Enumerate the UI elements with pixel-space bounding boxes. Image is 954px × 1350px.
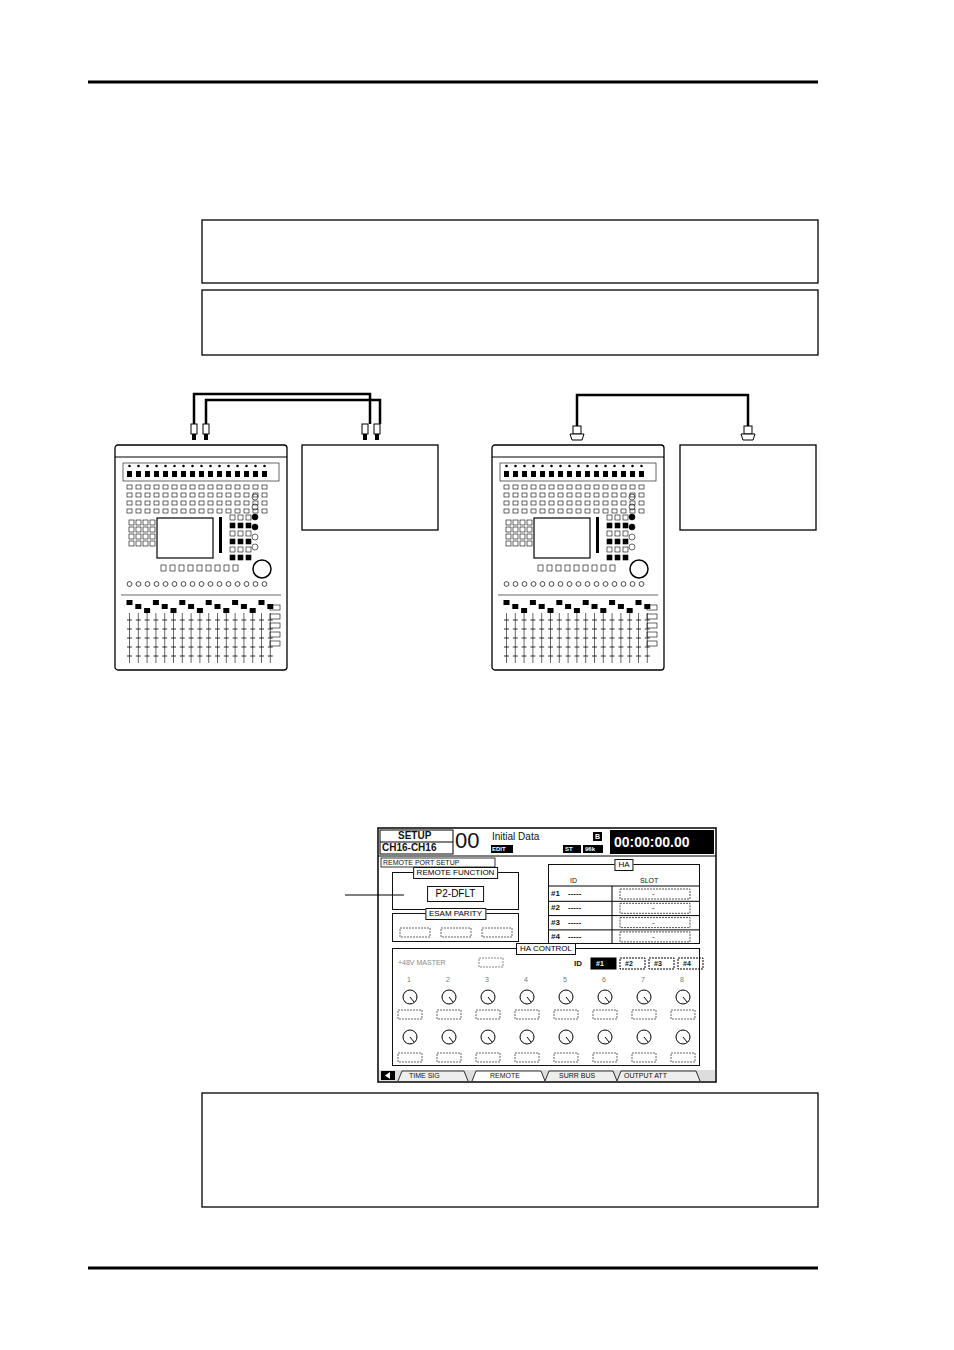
screen-label: 1: [407, 976, 411, 983]
external-device: [680, 445, 816, 530]
lcd-screen: [378, 828, 716, 1082]
screen-label: #3: [551, 919, 560, 927]
screen-label: 8: [680, 976, 684, 983]
screen-label: -: [652, 919, 655, 927]
screen-label: 00:00:00.00: [614, 835, 690, 849]
screen-panel: REMOTE FUNCTIONP2-DFLT: [392, 872, 519, 910]
screen-label: 4: [524, 976, 528, 983]
cable-plug: [203, 424, 209, 440]
mixer-console: [115, 445, 287, 670]
screen-label: #1: [596, 960, 604, 967]
screen-label: SETUP: [398, 831, 431, 841]
setting-value: P2-DFLT: [427, 886, 485, 902]
cable: [206, 400, 380, 424]
cable-plug: [741, 426, 755, 440]
screen-label: -: [652, 890, 655, 898]
note-box: [202, 220, 818, 283]
screen-label: ID: [574, 960, 582, 968]
screen-label: -----: [568, 933, 581, 941]
panel-heading: ESAM PARITY: [425, 908, 486, 920]
screen-label: SLOT: [640, 877, 658, 884]
screen-label: SURR BUS: [559, 1072, 595, 1079]
external-device: [302, 445, 438, 530]
cable-plug: [362, 424, 368, 440]
screen-label: OUTPUT ATT: [624, 1072, 667, 1079]
screen-label: -----: [568, 890, 581, 898]
screen-label: -----: [568, 919, 581, 927]
screen-label: -----: [568, 904, 581, 912]
top-rule: [88, 81, 818, 84]
screen-label: Initial Data: [492, 832, 539, 842]
cable: [577, 395, 748, 426]
screen-label: #3: [654, 960, 662, 967]
screen-label: 5: [563, 976, 567, 983]
screen-label: 3: [485, 976, 489, 983]
panel-heading: REMOTE FUNCTION: [413, 867, 499, 879]
screen-label: +48V MASTER: [398, 959, 446, 966]
screen-label: #2: [625, 960, 633, 967]
screen-label: #1: [551, 890, 560, 898]
leader-line: [345, 894, 404, 895]
screen-label: 00: [455, 830, 479, 852]
bottom-rule: [88, 1267, 818, 1270]
screen-label: 96k: [585, 846, 595, 852]
screen-label: ID: [570, 877, 577, 884]
screen-label: EDIT: [492, 846, 506, 852]
screen-label: #2: [551, 904, 560, 912]
screen-label: REMOTE PORT SETUP: [383, 859, 459, 866]
mixer-console: [492, 445, 664, 670]
screen-label: CH16-CH16: [382, 843, 436, 853]
screen-label: 2: [446, 976, 450, 983]
screen-label: 6: [602, 976, 606, 983]
note-box: [202, 1093, 818, 1207]
screen-label: B: [595, 833, 600, 840]
screen-panel: ESAM PARITY: [392, 913, 519, 942]
note-box: [202, 290, 818, 355]
screen-label: REMOTE: [490, 1072, 520, 1079]
screen-label: #4: [551, 933, 560, 941]
cable-plug: [570, 426, 584, 440]
screen-label: -: [652, 933, 655, 941]
cable-plug: [374, 424, 380, 440]
panel-heading: HA: [614, 859, 633, 871]
screen-label: ST: [565, 846, 573, 852]
screen-label: TIME SIG: [409, 1072, 440, 1079]
panel-heading: HA CONTROL: [516, 943, 576, 955]
screen-label: 7: [641, 976, 645, 983]
cable-plug: [191, 424, 197, 440]
screen-label: -: [652, 904, 655, 912]
cable: [194, 394, 370, 424]
screen-label: #4: [683, 960, 691, 967]
